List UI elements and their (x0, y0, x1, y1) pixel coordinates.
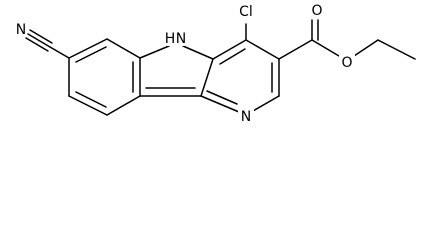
ester-group (278, 19, 416, 60)
nitrile-nitrogen-label: N (16, 22, 26, 38)
pyridine-nitrogen-label: N (241, 109, 251, 125)
pyrrole-ring (139, 45, 214, 97)
ester-oxygen-label: O (341, 55, 352, 71)
carbonyl-oxygen-label: O (311, 3, 322, 19)
pyridine-ring (200, 39, 280, 113)
chemical-structure: N H N Cl O O N (16, 3, 416, 125)
chloro-label: Cl (239, 4, 253, 20)
nitrile-triple-bond (25, 29, 53, 52)
nitrile-to-ring-bond (49, 46, 70, 59)
indole-hydrogen-label: H (165, 31, 176, 47)
benzene-ring (68, 38, 141, 116)
indole-nitrogen-label: N (176, 31, 186, 47)
